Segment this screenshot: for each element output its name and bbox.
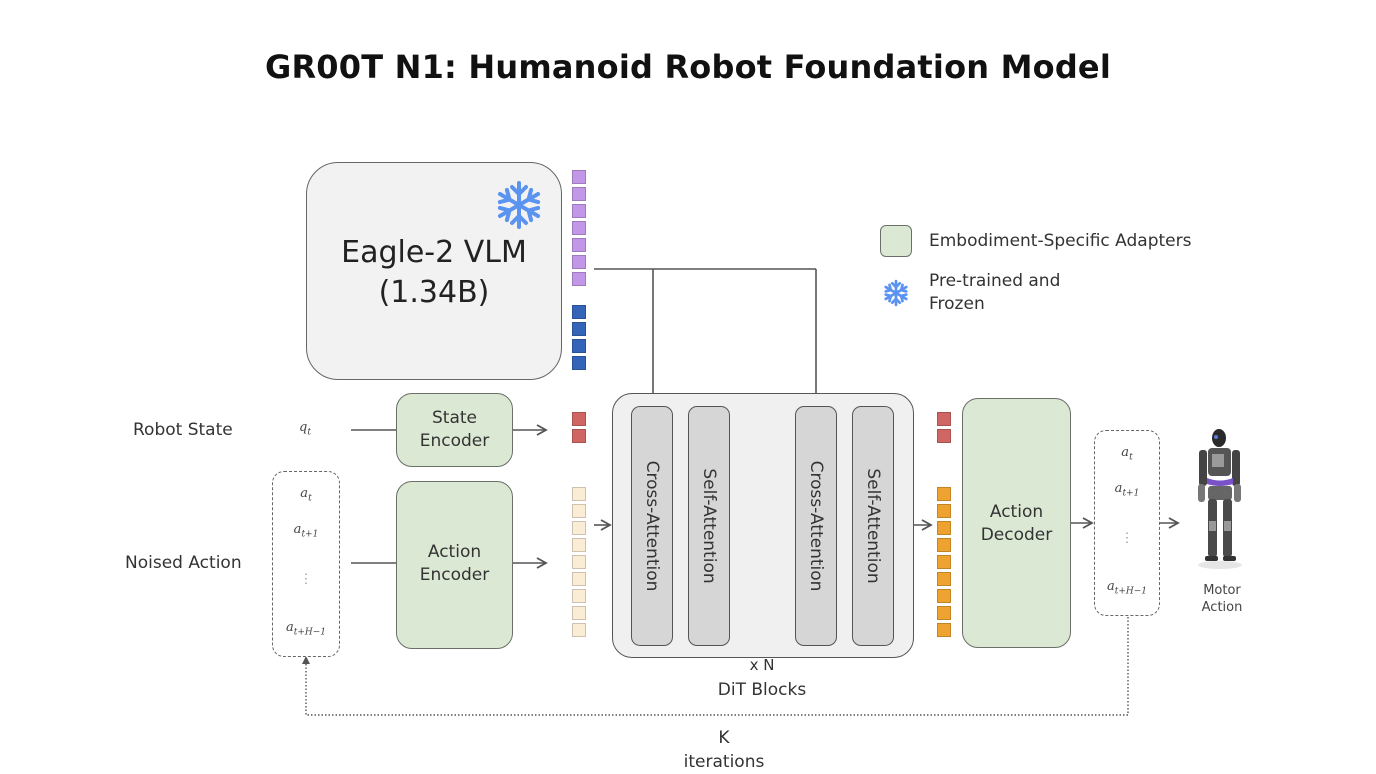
action-encoder: Action Encoder [396, 481, 513, 649]
vlm-name: Eagle-2 VLM [341, 235, 527, 270]
state-symbol-base: q [299, 420, 308, 435]
output-action-token [937, 606, 951, 620]
vlm-image-token-stack [572, 305, 586, 373]
vlm-image-token [572, 322, 586, 336]
snowflake-icon [497, 181, 541, 229]
output-action-token [937, 487, 951, 501]
robot-state-label: Robot State [133, 420, 233, 440]
vlm-params: (1.34B) [378, 275, 490, 310]
output-action-item: at [1121, 445, 1133, 463]
output-action-token [937, 504, 951, 518]
output-action-token-stack [937, 487, 951, 640]
state-symbol: qt [299, 420, 311, 438]
vlm-image-token [572, 305, 586, 319]
vlm-text-token [572, 255, 586, 269]
noised-action-item: at+1 [293, 522, 319, 540]
dit-blocks-label: DiT Blocks [717, 680, 807, 700]
output-action-token [937, 538, 951, 552]
self-attention-block: Self-Attention [852, 406, 894, 646]
legend-adapter-swatch [880, 225, 912, 257]
eagle-vlm-block: Eagle-2 VLM (1.34B) [306, 162, 562, 380]
state-token [572, 429, 586, 443]
noised-action-label: Noised Action [125, 553, 242, 573]
k-label: K [718, 728, 730, 748]
action-token [572, 555, 586, 569]
output-action-item: at+H−1 [1106, 579, 1148, 597]
cross-attention-block: Cross-Attention [795, 406, 837, 646]
motor-action-line1: Motor [1203, 583, 1241, 598]
output-action-sequence: at at+1 ⋮ at+H−1 [1094, 430, 1160, 616]
vlm-text-token-stack [572, 170, 586, 289]
motor-action-label: Motor Action [1182, 582, 1262, 616]
iterations-label: iterations [683, 752, 765, 772]
noised-action-sequence: at at+1 ⋮ at+H−1 [272, 471, 340, 657]
state-token [572, 412, 586, 426]
action-token-stack [572, 487, 586, 640]
output-action-token [937, 521, 951, 535]
legend-frozen-line2: Frozen [929, 294, 985, 314]
output-state-token [937, 412, 951, 426]
cross-attention-block: Cross-Attention [631, 406, 673, 646]
action-token [572, 521, 586, 535]
dit-repeat-label: x N [749, 656, 775, 674]
action-token [572, 572, 586, 586]
dit-blocks-container: Cross-Attention Self-Attention Cross-Att… [612, 393, 914, 658]
output-action-item: at+1 [1114, 481, 1140, 499]
page-title: GR00T N1: Humanoid Robot Foundation Mode… [264, 48, 1111, 86]
legend-frozen-label: Pre-trained and Frozen [929, 270, 1060, 316]
self-attention-block: Self-Attention [688, 406, 730, 646]
output-state-token [937, 429, 951, 443]
action-decoder-line1: Action [989, 502, 1044, 522]
action-token [572, 589, 586, 603]
vlm-image-token [572, 356, 586, 370]
state-encoder-line2: Encoder [419, 431, 490, 451]
output-action-token [937, 589, 951, 603]
output-action-token [937, 572, 951, 586]
state-symbol-sub: t [307, 427, 311, 438]
action-token [572, 504, 586, 518]
action-token [572, 606, 586, 620]
legend-frozen-line1: Pre-trained and [929, 271, 1061, 291]
action-encoder-line2: Encoder [419, 565, 490, 585]
action-encoder-line1: Action [427, 542, 482, 562]
output-action-token [937, 555, 951, 569]
action-decoder: Action Decoder [962, 398, 1071, 648]
vlm-text-token [572, 204, 586, 218]
output-action-ellipsis: ⋮ [1120, 531, 1134, 546]
legend-adapters-label: Embodiment-Specific Adapters [929, 231, 1192, 251]
iteration-loop-arrowhead [302, 656, 310, 664]
legend-snowflake-icon [884, 279, 908, 307]
noised-action-item: at+H−1 [285, 620, 327, 638]
motor-action-line2: Action [1201, 600, 1243, 615]
output-state-token-stack [937, 412, 951, 446]
vlm-text-token [572, 272, 586, 286]
vlm-text-token [572, 238, 586, 252]
vlm-image-token [572, 339, 586, 353]
action-decoder-line2: Decoder [980, 525, 1053, 545]
humanoid-robot-icon [1198, 429, 1242, 569]
state-encoder: State Encoder [396, 393, 513, 467]
action-token [572, 623, 586, 637]
action-token [572, 538, 586, 552]
output-action-token [937, 623, 951, 637]
noised-action-item: at [300, 486, 312, 504]
iteration-loop-line [305, 617, 1129, 716]
vlm-text-token [572, 221, 586, 235]
action-token [572, 487, 586, 501]
state-token-stack [572, 412, 586, 446]
vlm-text-token [572, 170, 586, 184]
vlm-text-token [572, 187, 586, 201]
k-iterations-label: K iterations [624, 726, 824, 774]
state-encoder-line1: State [432, 408, 477, 428]
noised-action-ellipsis: ⋮ [299, 572, 313, 587]
